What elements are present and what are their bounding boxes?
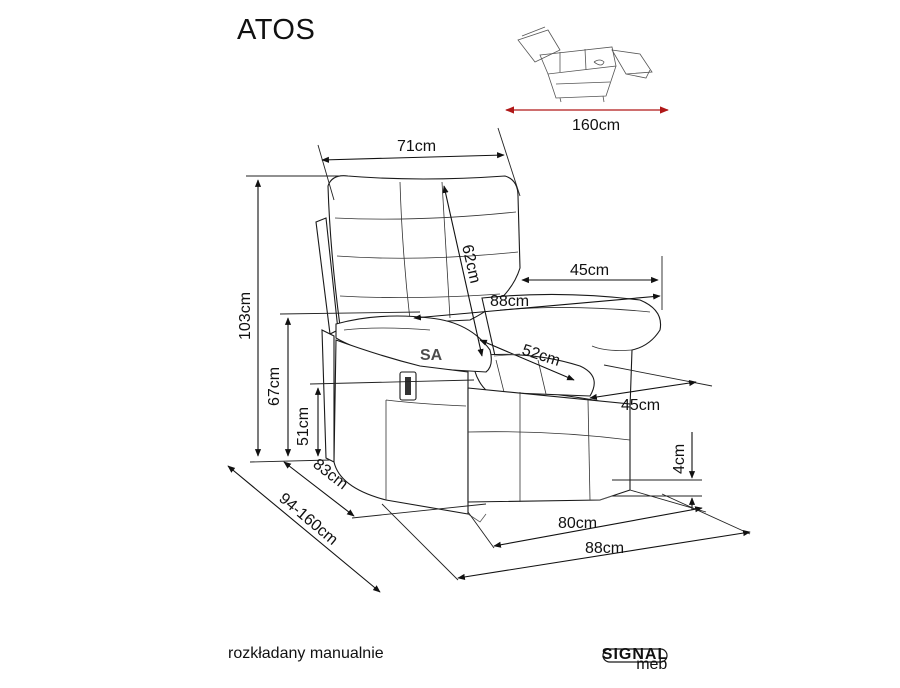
dim-seat-height: 51cm [295, 379, 475, 457]
svg-text:51cm: 51cm [295, 407, 312, 446]
footer-note: rozkładany manualnie [228, 645, 384, 662]
svg-text:88cm: 88cm [490, 293, 529, 310]
watermark-logo: SA [420, 347, 443, 364]
product-title: ATOS [237, 14, 316, 46]
dim-total-height: 103cm [237, 175, 340, 463]
dim-leg-height: 4cm [612, 432, 702, 510]
dim-total-width: 88cm [413, 293, 661, 321]
svg-text:80cm: 80cm [558, 515, 597, 532]
svg-text:88cm: 88cm [585, 540, 624, 557]
dim-armrest-depth: 45cm [521, 256, 663, 310]
svg-text:103cm: 103cm [237, 292, 254, 340]
armchair-drawing: SA [315, 175, 662, 523]
reclined-chair-thumbnail: 160cm [505, 26, 669, 134]
svg-text:4cm: 4cm [671, 444, 688, 474]
svg-text:45cm: 45cm [570, 262, 609, 279]
dim-seat-width: 45cm [589, 364, 713, 414]
label-reclined-length: 160cm [572, 117, 620, 134]
brand-sub: meble [636, 656, 668, 670]
dim-backrest-width: 71cm [317, 127, 521, 201]
brand-name: SIGNAL [602, 646, 668, 663]
svg-text:71cm: 71cm [397, 138, 436, 155]
svg-text:67cm: 67cm [266, 367, 283, 406]
svg-text:45cm: 45cm [621, 397, 660, 414]
dim-armrest-height: 67cm [266, 311, 421, 457]
dim-outer-width: 88cm [381, 493, 751, 581]
brand-logo: SIGNAL meble [602, 646, 668, 670]
